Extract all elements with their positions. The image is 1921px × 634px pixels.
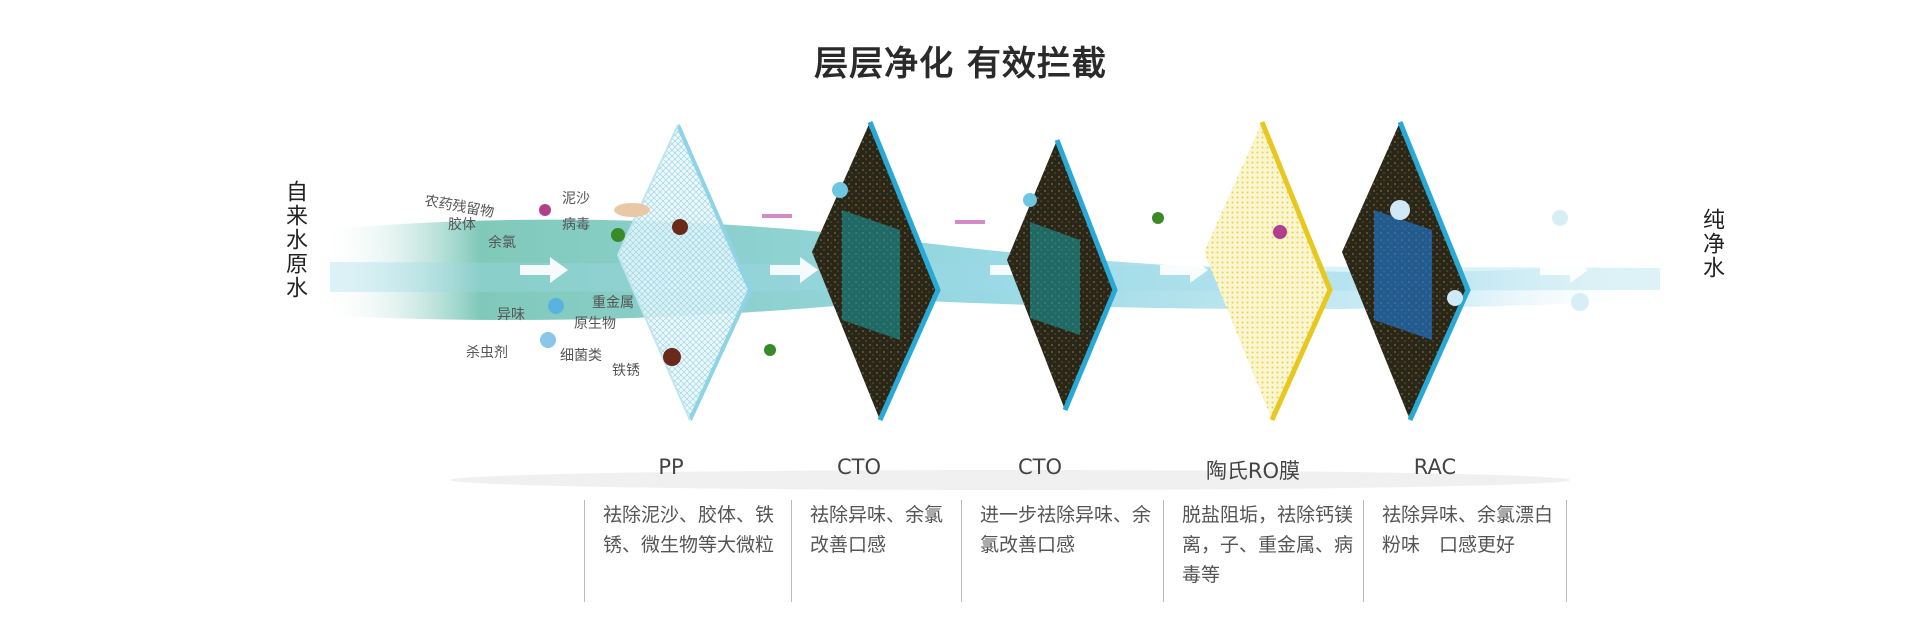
cto-filter-layer-2	[1007, 139, 1118, 411]
particles	[539, 182, 1589, 366]
ground-shadow	[450, 470, 1570, 490]
water-bubble	[1447, 290, 1463, 306]
virus-particle	[1152, 212, 1164, 224]
particle-label-bacteria: 细菌类	[560, 348, 602, 364]
water-bubble	[1571, 293, 1589, 311]
flow-arrow	[770, 257, 818, 283]
protozoa-particle	[762, 214, 792, 218]
particle-label-rust: 铁锈	[612, 363, 640, 379]
odor-bubble	[548, 298, 564, 314]
pesticide-particle	[540, 332, 556, 348]
flow-arrow	[520, 257, 568, 283]
stage-name-cto-2: CTO	[1017, 455, 1063, 479]
sediment-particle	[614, 203, 650, 217]
stage-desc-pp: 祛除泥沙、胶体、铁锈、微生物等大微粒	[584, 500, 791, 602]
pure-water-label: 纯净水	[1699, 208, 1724, 280]
metal-particle	[672, 219, 688, 235]
particle-label-odor: 异味	[497, 307, 525, 323]
pp-filter-layer	[616, 124, 753, 421]
stage-desc-rac: 祛除异味、余氯漂白粉味 口感更好	[1363, 500, 1567, 602]
stage-name-pp: PP	[658, 455, 684, 479]
source-water-label: 自来水原水	[282, 180, 307, 300]
water-bubble	[1552, 210, 1568, 226]
rac-filter-layer	[1342, 121, 1471, 422]
diagram-title: 层层净化 有效拦截	[814, 44, 1107, 84]
stage-name-ro: 陶氏RO膜	[1205, 459, 1301, 483]
ro-membrane-layer	[1204, 121, 1333, 422]
particle-label-virus: 病毒	[562, 217, 590, 233]
flow-arrow	[1540, 257, 1588, 283]
stage-name-cto-1: CTO	[836, 455, 882, 479]
virus-particle	[539, 204, 551, 216]
particle-label-heavy-metal: 重金属	[592, 295, 634, 311]
water-bubble	[1390, 200, 1410, 220]
virus-particle	[764, 344, 776, 356]
particle-label-insecticide: 杀虫剂	[466, 345, 508, 361]
stage-desc-cto-2: 进一步祛除异味、余氯改善口感	[961, 500, 1163, 602]
virus-particle	[1273, 225, 1287, 239]
protozoa-particle	[955, 220, 985, 224]
stage-desc-ro: 脱盐阻垢，祛除钙镁离，子、重金属、病毒等	[1163, 500, 1363, 602]
cto-filter-layer-1	[812, 121, 941, 422]
metal-particle	[663, 348, 681, 366]
particle-label-chlorine: 余氯	[488, 235, 516, 251]
bacteria-particle	[611, 228, 625, 242]
chlorine-bubble	[832, 182, 848, 198]
particle-label-protozoa: 原生物	[574, 316, 616, 332]
flow-arrow	[1160, 257, 1208, 283]
stage-desc-cto-1: 祛除异味、余氯 改善口感	[791, 500, 962, 602]
particle-label-sediment: 泥沙	[562, 191, 590, 207]
particle-label-colloid: 胶体	[448, 217, 476, 233]
chlorine-bubble	[1023, 193, 1037, 207]
stage-name-rac: RAC	[1413, 455, 1457, 479]
